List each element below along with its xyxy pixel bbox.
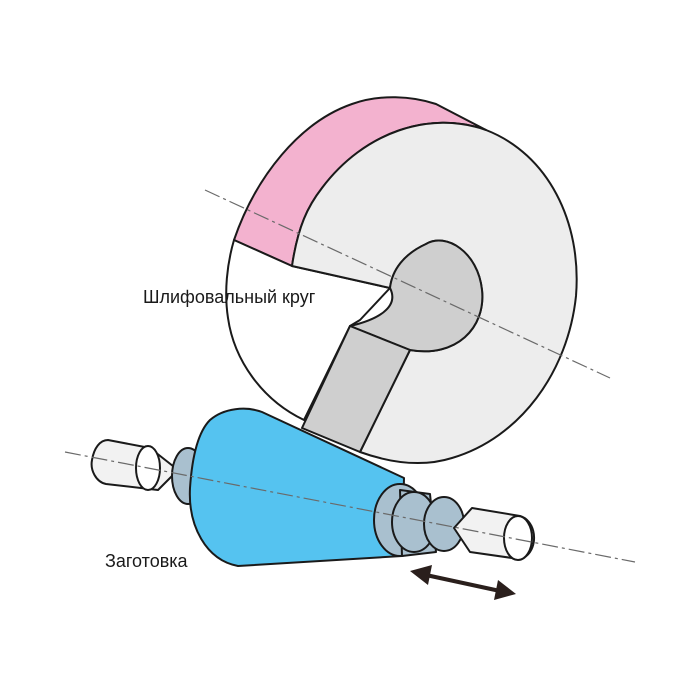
wheel-arbor — [301, 325, 411, 453]
wheel-axis-line — [204, 189, 611, 379]
right-center-end — [503, 515, 533, 561]
wheel-side — [225, 239, 391, 421]
grinding-wheel — [225, 96, 578, 465]
workpiece-cone — [188, 407, 405, 567]
grinding-wheel-label: Шлифовальный круг — [143, 287, 316, 307]
workpiece-label: Заготовка — [105, 551, 188, 571]
double-headed-arrow-icon — [410, 565, 516, 600]
wheel-bore — [349, 239, 484, 353]
workpiece-axis-line — [64, 451, 636, 563]
left-center — [90, 439, 179, 491]
